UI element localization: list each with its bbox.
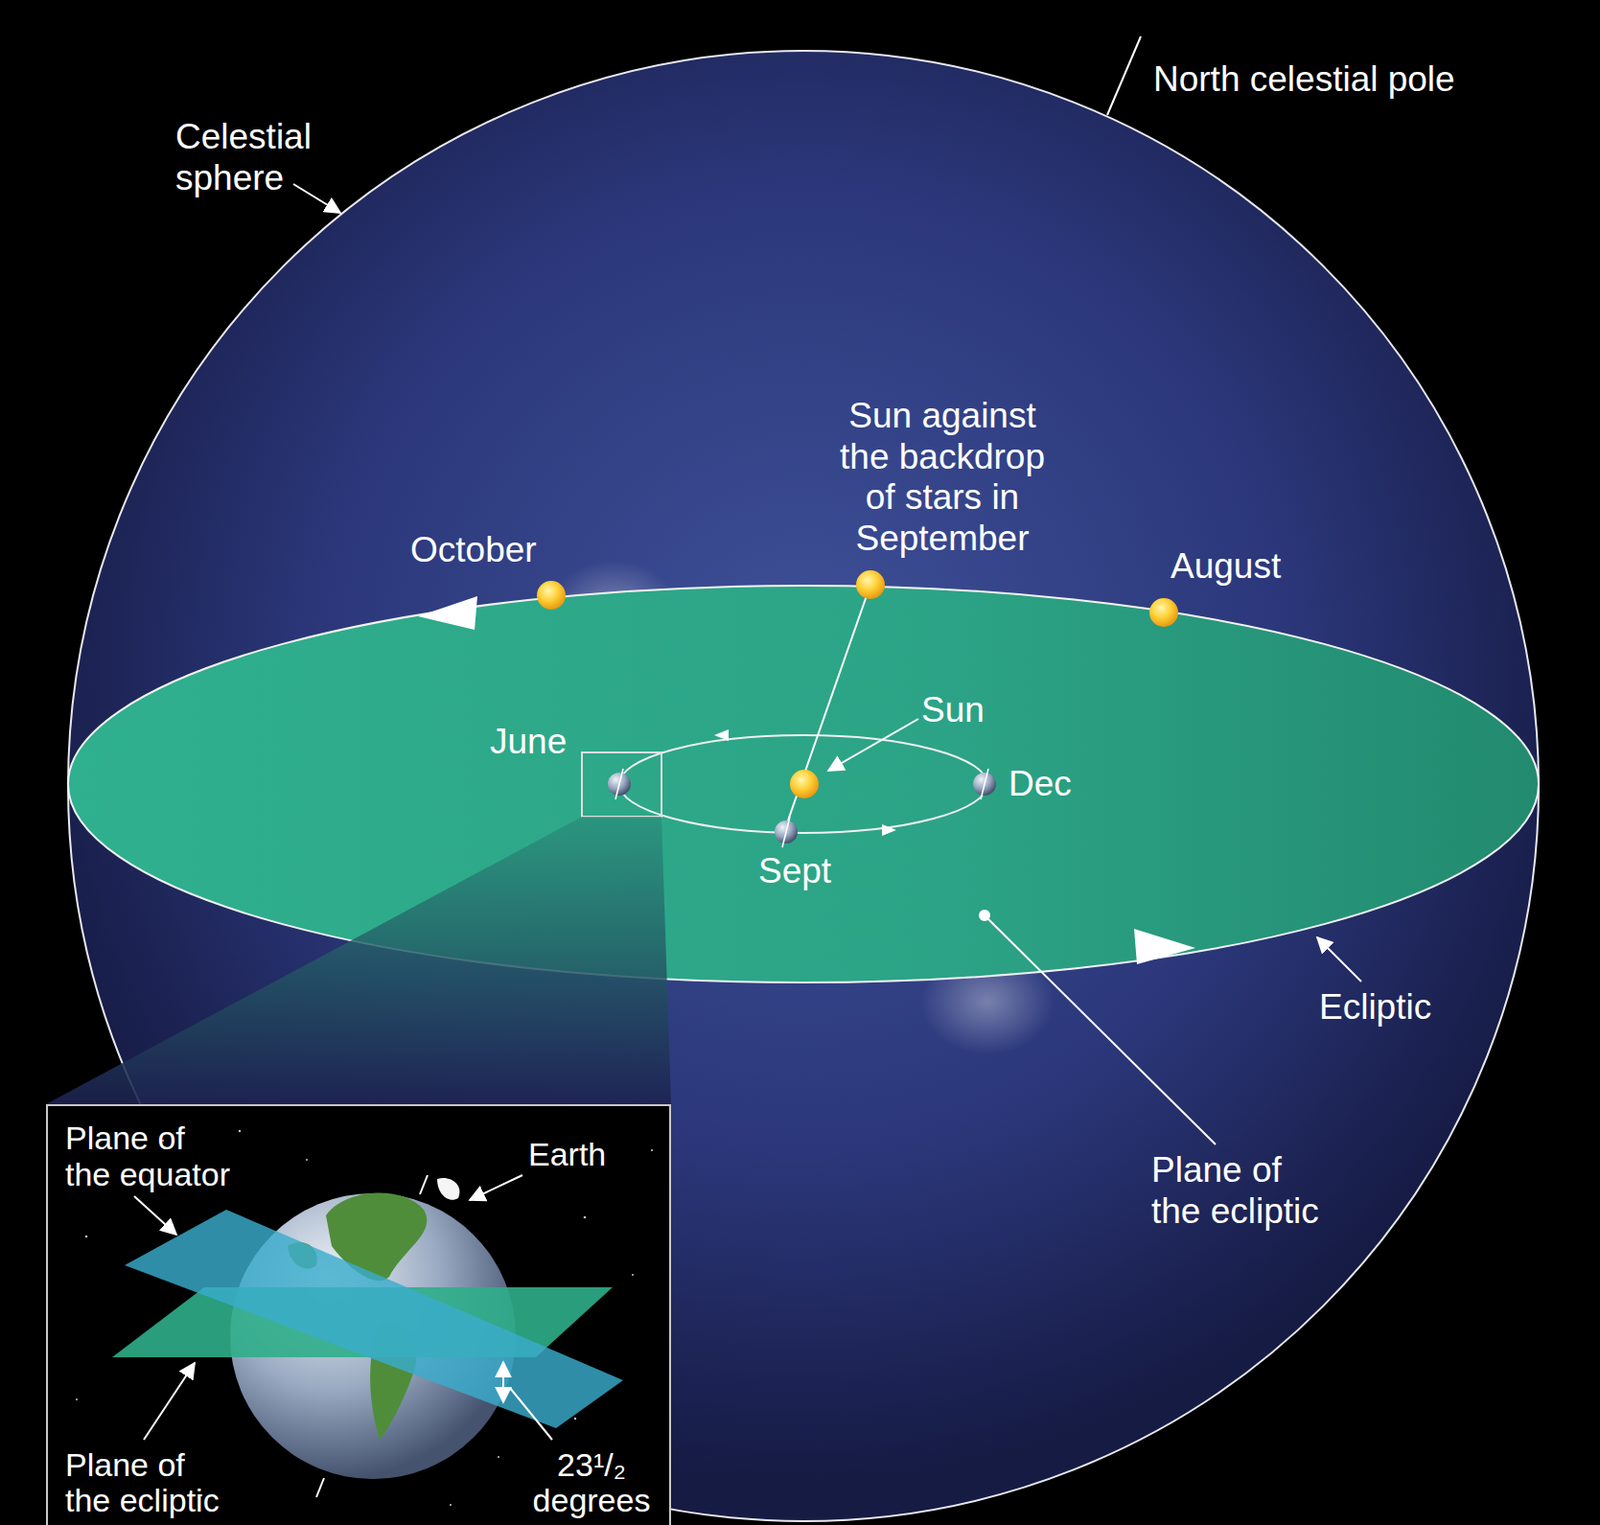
ecliptic-arrowhead (417, 596, 478, 630)
leader-dot (978, 909, 991, 922)
label-text: Sept (758, 851, 832, 893)
leader-line (1317, 937, 1362, 982)
orbit-arrowhead (881, 824, 897, 836)
pole-line (1107, 36, 1141, 116)
label-text: Sun (921, 690, 985, 732)
inset-label: Plane of the equator (65, 1119, 235, 1193)
leader-line (293, 184, 341, 213)
leader-line (828, 718, 919, 771)
zoom-box (581, 752, 662, 817)
label-text: North celestial pole (1153, 59, 1456, 101)
inset-label: Earth (528, 1136, 606, 1173)
ecliptic-plane (68, 585, 1539, 983)
sun (536, 580, 566, 610)
earth-small (973, 768, 997, 800)
sun (856, 570, 885, 600)
label-text: Plane of the ecliptic (1151, 1150, 1329, 1232)
inset-label: 23¹/₂ degrees (524, 1447, 659, 1520)
inset-label: Plane of the ecliptic (65, 1447, 229, 1520)
sun (789, 769, 819, 799)
label-text: October (410, 530, 537, 572)
leader-line (143, 1363, 195, 1440)
earth-small (607, 768, 631, 800)
label-text: August (1170, 546, 1281, 588)
zoom-wedge (46, 816, 672, 1105)
ecliptic-arrowhead (1134, 928, 1196, 965)
equator-plane (124, 1209, 624, 1429)
inset-ground (46, 1104, 672, 1525)
leader-line (469, 1175, 523, 1201)
earth-small (774, 816, 798, 848)
label-text: June (489, 721, 567, 764)
label-text: Ecliptic (1319, 987, 1432, 1029)
inset-box: Plane of the equator EarthPlane of the ec… (46, 1104, 672, 1525)
earth-orbit (619, 735, 988, 834)
leader-line (134, 1196, 177, 1235)
sun (1149, 598, 1179, 627)
celestial-sphere (68, 50, 1539, 1522)
sight-line (788, 584, 871, 821)
orbit-arrowhead (714, 729, 729, 742)
label-text: Celestial sphere (175, 116, 368, 199)
label-text: Dec (1008, 764, 1072, 806)
leader-line (510, 1388, 553, 1440)
leader-line (988, 919, 1216, 1145)
label-text: Sun against the backdrop of stars in Sep… (827, 395, 1058, 559)
angle-arrow (502, 1362, 505, 1403)
